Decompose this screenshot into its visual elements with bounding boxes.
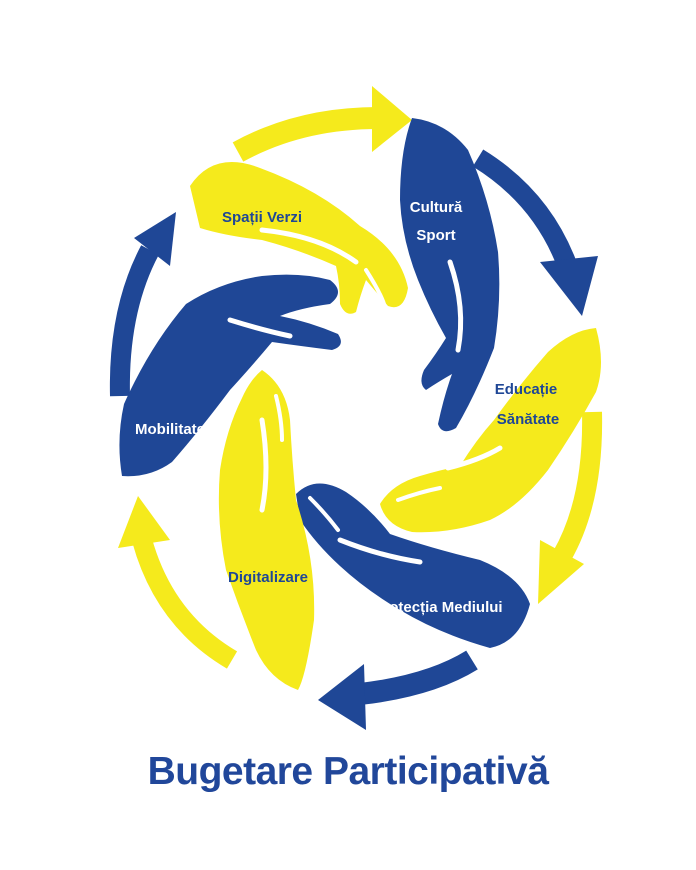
arrow-upper-right-icon: [472, 149, 598, 316]
hand-blue-upper-right-icon: [400, 118, 500, 432]
hand-blue-bottom-right-icon: [296, 483, 530, 648]
page-title: Bugetare Participativă: [147, 750, 549, 793]
hand-yellow-top-icon: [190, 162, 408, 314]
arrow-lower-right-icon: [538, 411, 603, 604]
label-mobilitate: Mobilitate: [135, 421, 205, 438]
hands: [119, 118, 601, 690]
arrow-upper-left-icon: [109, 212, 176, 397]
label-sport: Sport: [416, 227, 455, 244]
cycle-arrows: [109, 86, 603, 730]
label-educatie: Educație: [495, 381, 558, 398]
segment-labels: Spații Verzi Cultură Sport Educație Sănă…: [135, 199, 559, 616]
arrow-top-icon: [232, 86, 412, 162]
label-protectia-mediului: Protecția Mediului: [373, 599, 502, 616]
label-sanatate: Sănătate: [497, 411, 560, 428]
arrow-bottom-icon: [318, 650, 478, 730]
arrow-lower-left-icon: [118, 496, 238, 669]
hand-yellow-bottom-left-icon: [218, 370, 315, 690]
label-cultura: Cultură: [410, 199, 463, 216]
label-spatii-verzi: Spații Verzi: [222, 209, 302, 226]
hand-yellow-right-icon: [380, 328, 601, 533]
hand-blue-left-icon: [119, 274, 341, 477]
label-digitalizare: Digitalizare: [228, 569, 308, 586]
